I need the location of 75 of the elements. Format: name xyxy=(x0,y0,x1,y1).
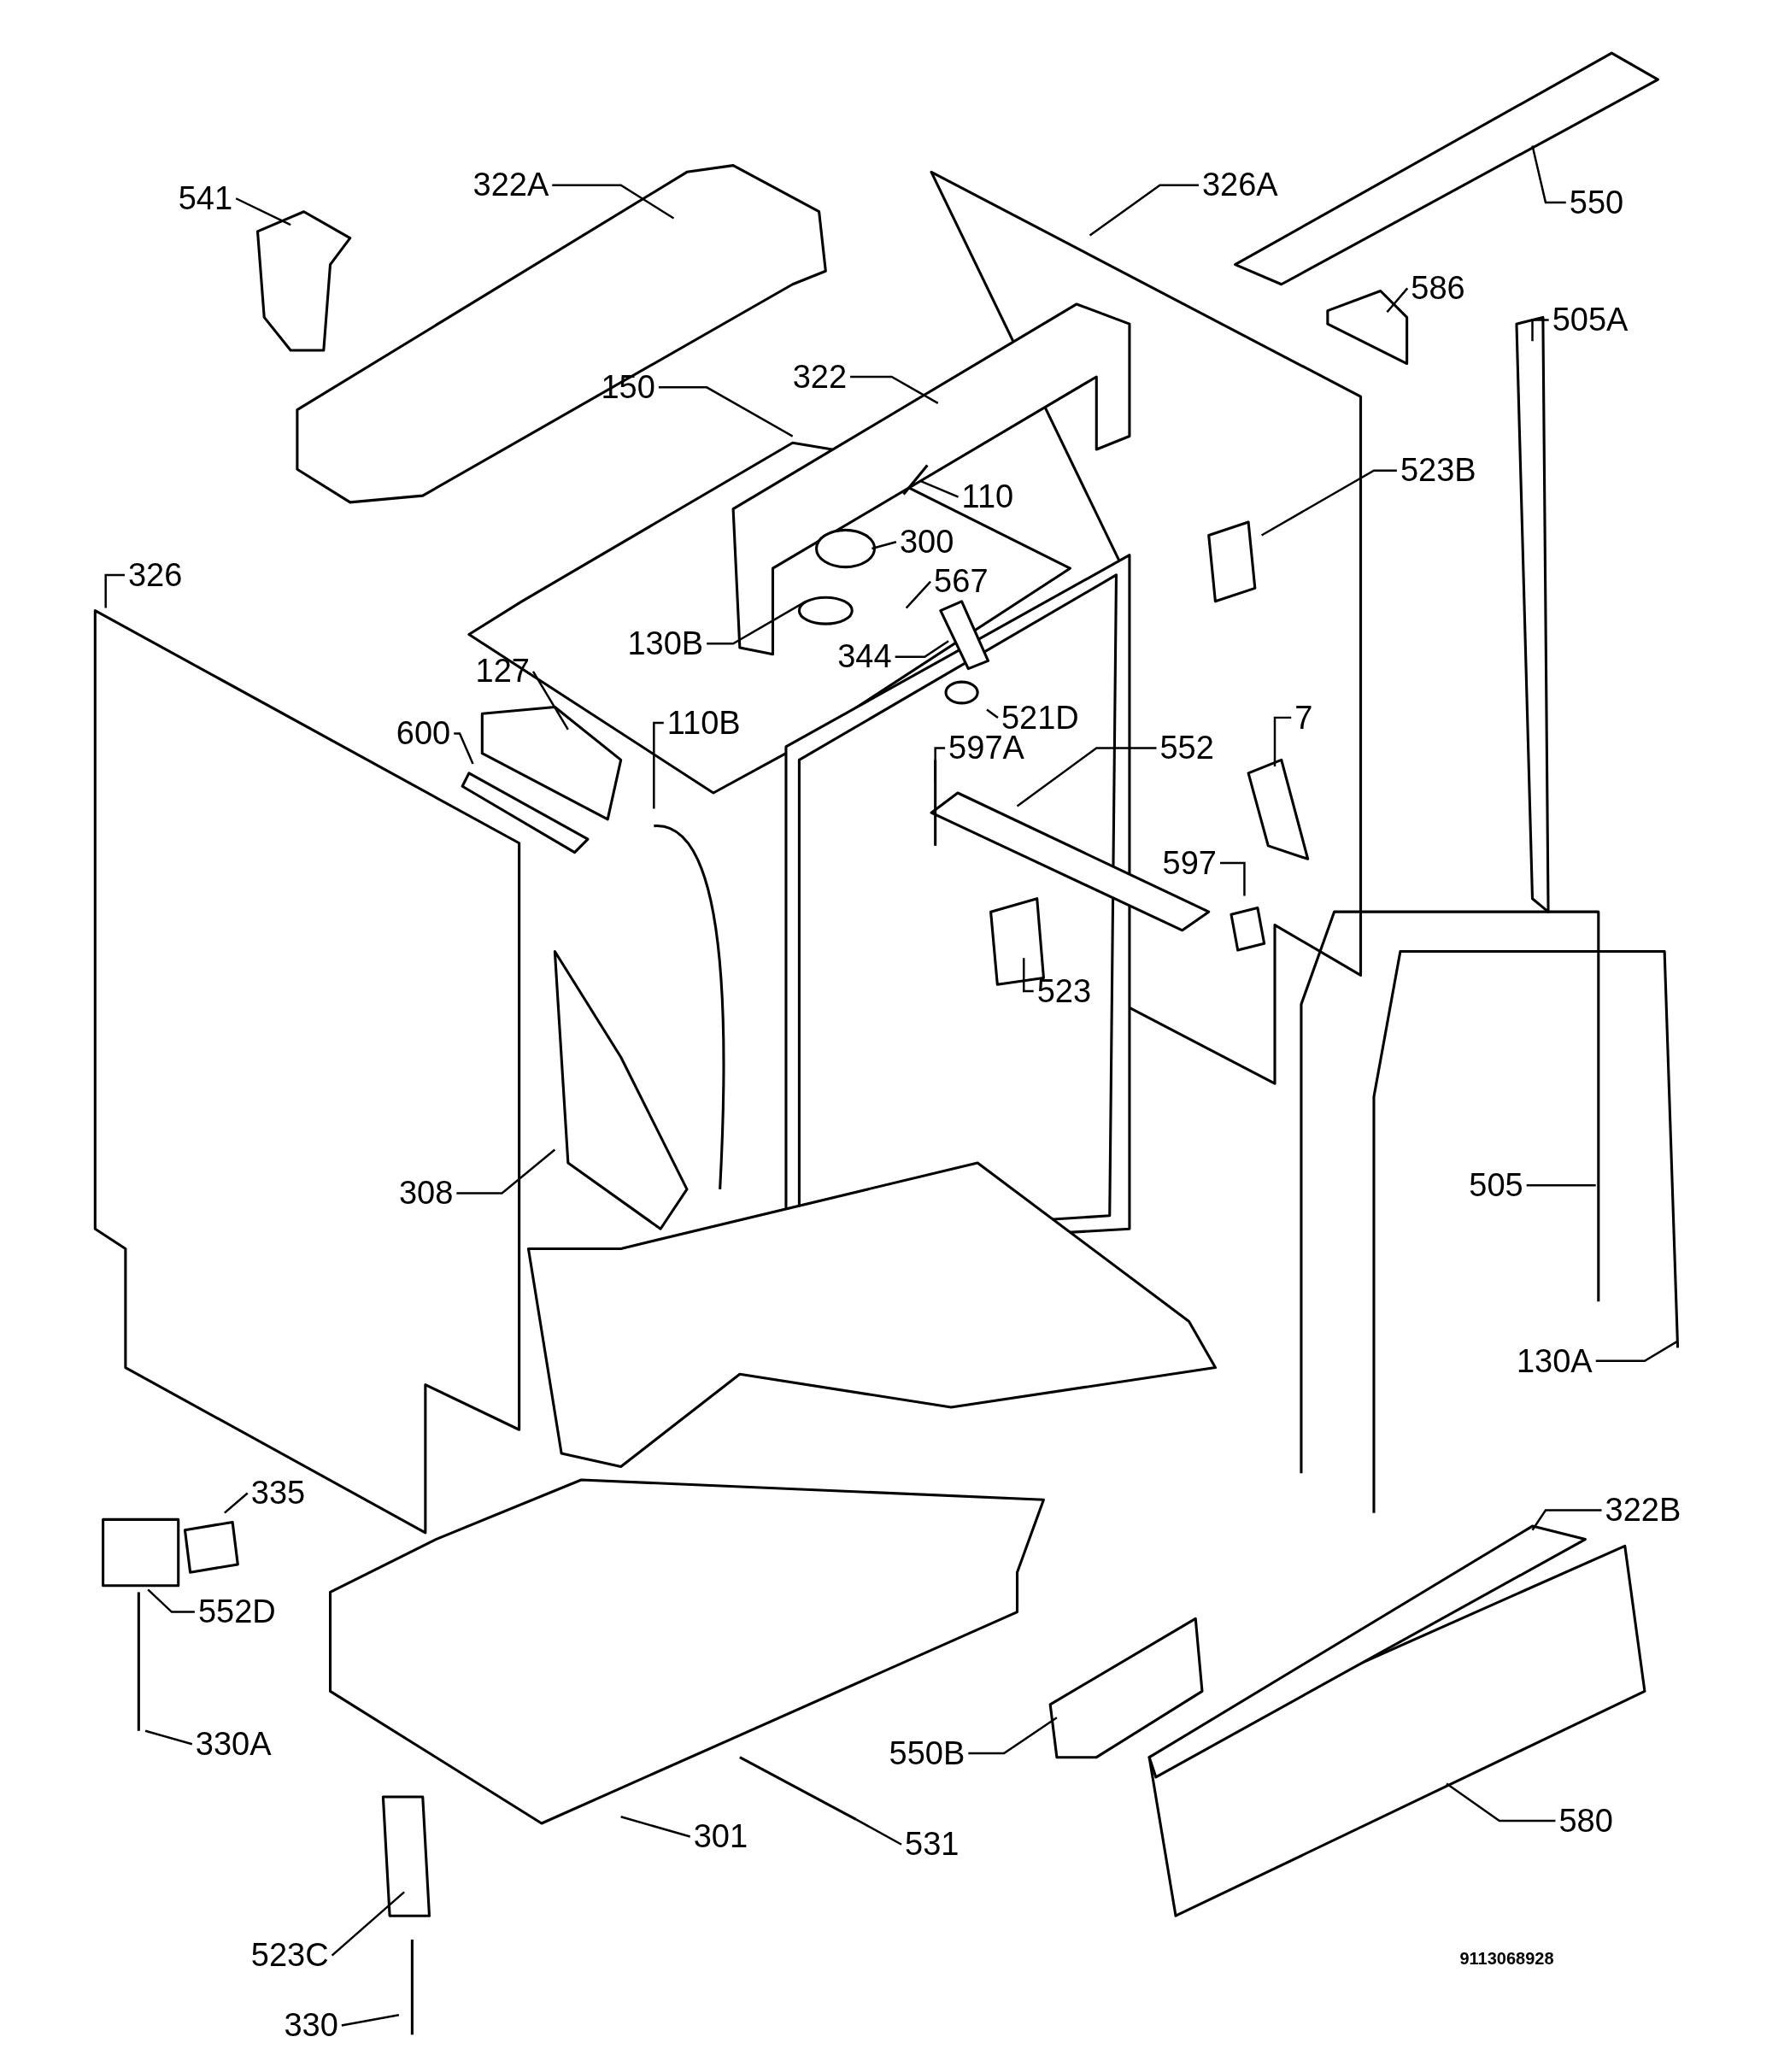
callout-number: 130A xyxy=(1516,1344,1593,1377)
leader-line xyxy=(341,2013,400,2027)
callout-number: 586 xyxy=(1411,272,1465,305)
callout-number: 580 xyxy=(1558,1804,1613,1837)
callout-number: 301 xyxy=(693,1820,748,1853)
callout-number: 523C xyxy=(250,1939,329,1972)
callout-number: 567 xyxy=(934,565,989,598)
callout-number: 521D xyxy=(1001,701,1079,734)
callout-number: 523B xyxy=(1400,454,1476,487)
callout-number: 130B xyxy=(627,626,704,660)
leader-line xyxy=(1273,716,1292,767)
callout-number: 150 xyxy=(601,371,655,403)
leader-line xyxy=(1526,1183,1596,1187)
leader-line xyxy=(456,1148,556,1194)
leader-line xyxy=(920,480,960,498)
callout-number: 552 xyxy=(1159,731,1214,765)
callout-number: 505A xyxy=(1552,303,1629,337)
callout-number: 127 xyxy=(475,654,530,688)
callout-number: 531 xyxy=(905,1828,960,1861)
leader-line xyxy=(850,375,939,404)
leader-line xyxy=(855,1818,902,1846)
leader-line xyxy=(1531,1509,1602,1531)
leader-line xyxy=(1220,861,1246,896)
callout-number: 322B xyxy=(1605,1494,1681,1527)
callout-number: 322A xyxy=(472,168,549,202)
callout-number: 330A xyxy=(195,1727,272,1760)
leader-line xyxy=(1089,184,1199,237)
leader-line xyxy=(331,1891,405,1957)
document-number: 9113068928 xyxy=(1459,1948,1554,1969)
leader-line xyxy=(620,1816,691,1838)
callout-number: 335 xyxy=(250,1476,306,1510)
callout-number: 541 xyxy=(178,181,233,214)
callout-number: 550 xyxy=(1569,185,1624,219)
leader-line xyxy=(1595,1340,1679,1363)
leader-line xyxy=(235,197,291,226)
leader-line xyxy=(895,640,949,658)
callout-number: 600 xyxy=(396,717,451,750)
leader-line xyxy=(552,184,675,220)
leader-line xyxy=(147,1588,195,1613)
callout-number: 7 xyxy=(1294,701,1313,734)
leader-line xyxy=(454,732,474,765)
callout-number: 326 xyxy=(127,558,183,591)
leader-line xyxy=(144,1729,193,1746)
leader-line xyxy=(653,721,664,809)
leader-line xyxy=(531,671,569,731)
leader-line xyxy=(1023,958,1034,993)
leader-line xyxy=(658,386,794,437)
leader-line xyxy=(1446,1782,1556,1823)
callout-number: 550B xyxy=(889,1736,965,1770)
leader-line xyxy=(1531,319,1549,342)
callout-number: 597A xyxy=(948,731,1024,765)
leader-line xyxy=(872,541,897,550)
callout-number: 597 xyxy=(1162,846,1217,879)
leader-line xyxy=(934,747,946,783)
leader-line xyxy=(986,708,999,719)
leader-line xyxy=(1386,287,1409,314)
callout-number: 326A xyxy=(1201,168,1278,202)
callout-number: 552D xyxy=(197,1595,276,1629)
leader-line xyxy=(707,600,807,645)
leader-line xyxy=(968,1717,1058,1755)
callout-number: 505 xyxy=(1469,1168,1523,1201)
callout-number: 110B xyxy=(666,706,741,739)
leader-line xyxy=(905,580,931,609)
callout-number: 300 xyxy=(899,525,954,558)
leader-line xyxy=(224,1492,249,1514)
callout-number: 308 xyxy=(398,1177,454,1210)
leader-line xyxy=(104,573,125,608)
leader-line xyxy=(1016,747,1157,807)
callout-number: 344 xyxy=(837,640,892,673)
callout-number: 330 xyxy=(284,2009,338,2042)
callout-number: 322 xyxy=(792,360,848,393)
callout-number: 110 xyxy=(961,480,1014,514)
callout-number: 523 xyxy=(1036,974,1092,1007)
leader-line xyxy=(1260,469,1397,537)
leader-line xyxy=(1531,145,1566,204)
